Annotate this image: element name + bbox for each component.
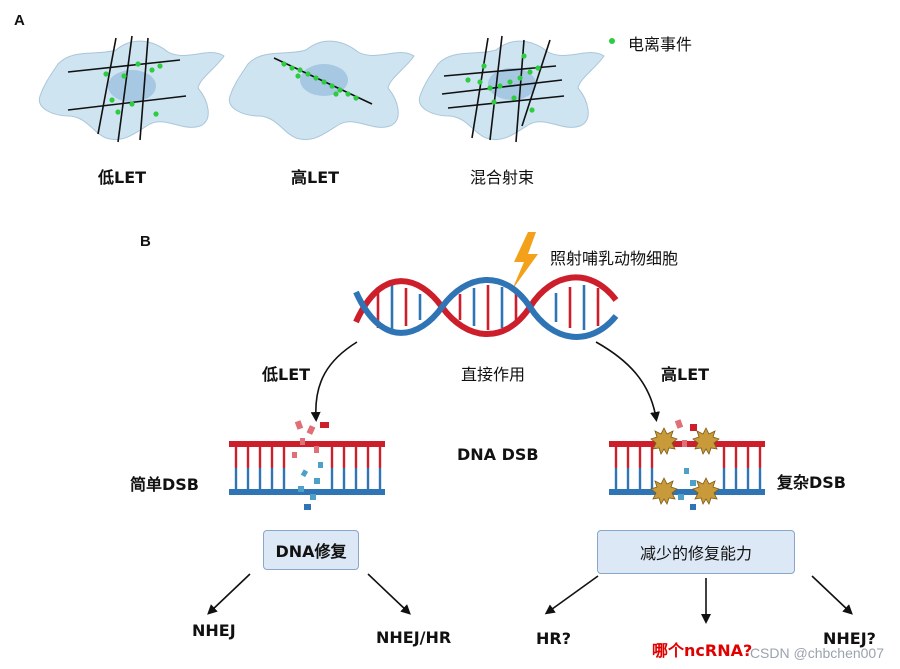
complex-dsb-diagram xyxy=(609,419,765,510)
irradiation-label: 照射哺乳动物细胞 xyxy=(550,249,679,268)
cell-label-mixed-beam: 混合射束 xyxy=(470,168,535,187)
complex-dsb-label: 复杂DSB xyxy=(777,473,847,492)
arrow-to-nhej-hr xyxy=(367,573,411,615)
outcome-nhej-q: NHEJ? xyxy=(823,629,876,648)
outcome-hr: HR? xyxy=(536,629,571,648)
high-let-label: 高LET xyxy=(661,365,710,384)
simple-dsb-label: 简单DSB xyxy=(130,475,200,494)
cell-low-let xyxy=(38,35,225,143)
ionization-dots xyxy=(103,61,163,117)
damage-site xyxy=(650,427,678,455)
panel-a-letter: A xyxy=(14,12,25,29)
outcome-nhej: NHEJ xyxy=(192,621,236,640)
dna-repair-box: DNA修复 xyxy=(263,530,359,570)
dna-dsb-label: DNA DSB xyxy=(457,445,539,464)
legend-label: 电离事件 xyxy=(628,35,693,54)
damage-site xyxy=(692,477,720,505)
arrow-low-let xyxy=(310,341,358,422)
arrow-high-let xyxy=(595,341,660,422)
cell-mixed-beam xyxy=(418,35,605,143)
outcome-nhej-hr: NHEJ/HR xyxy=(376,628,452,647)
direct-action-label: 直接作用 xyxy=(461,365,526,384)
outcome-which-ncrna: 哪个ncRNA? xyxy=(652,641,753,660)
arrow-to-nhej xyxy=(207,573,251,615)
ionization-dots xyxy=(281,61,359,101)
dna-double-helix xyxy=(353,274,619,340)
arrow-to-nhej-q xyxy=(811,575,853,615)
panel-b-letter: B xyxy=(140,233,151,250)
reduced-repair-box: 减少的修复能力 xyxy=(597,530,795,574)
cell-high-let xyxy=(228,40,415,141)
arrow-to-hr xyxy=(544,575,599,615)
watermark: CSDN @chbchen007 xyxy=(749,645,884,661)
cell-label-high-let: 高LET xyxy=(291,168,340,187)
simple-dsb-diagram xyxy=(229,420,385,510)
cell-label-low-let: 低LET xyxy=(98,168,147,187)
low-let-label: 低LET xyxy=(262,365,311,384)
legend-dot xyxy=(609,38,615,44)
damage-site xyxy=(692,427,720,455)
lightning-icon xyxy=(512,232,538,290)
damage-site xyxy=(650,477,678,505)
ionization-dots xyxy=(465,53,541,113)
